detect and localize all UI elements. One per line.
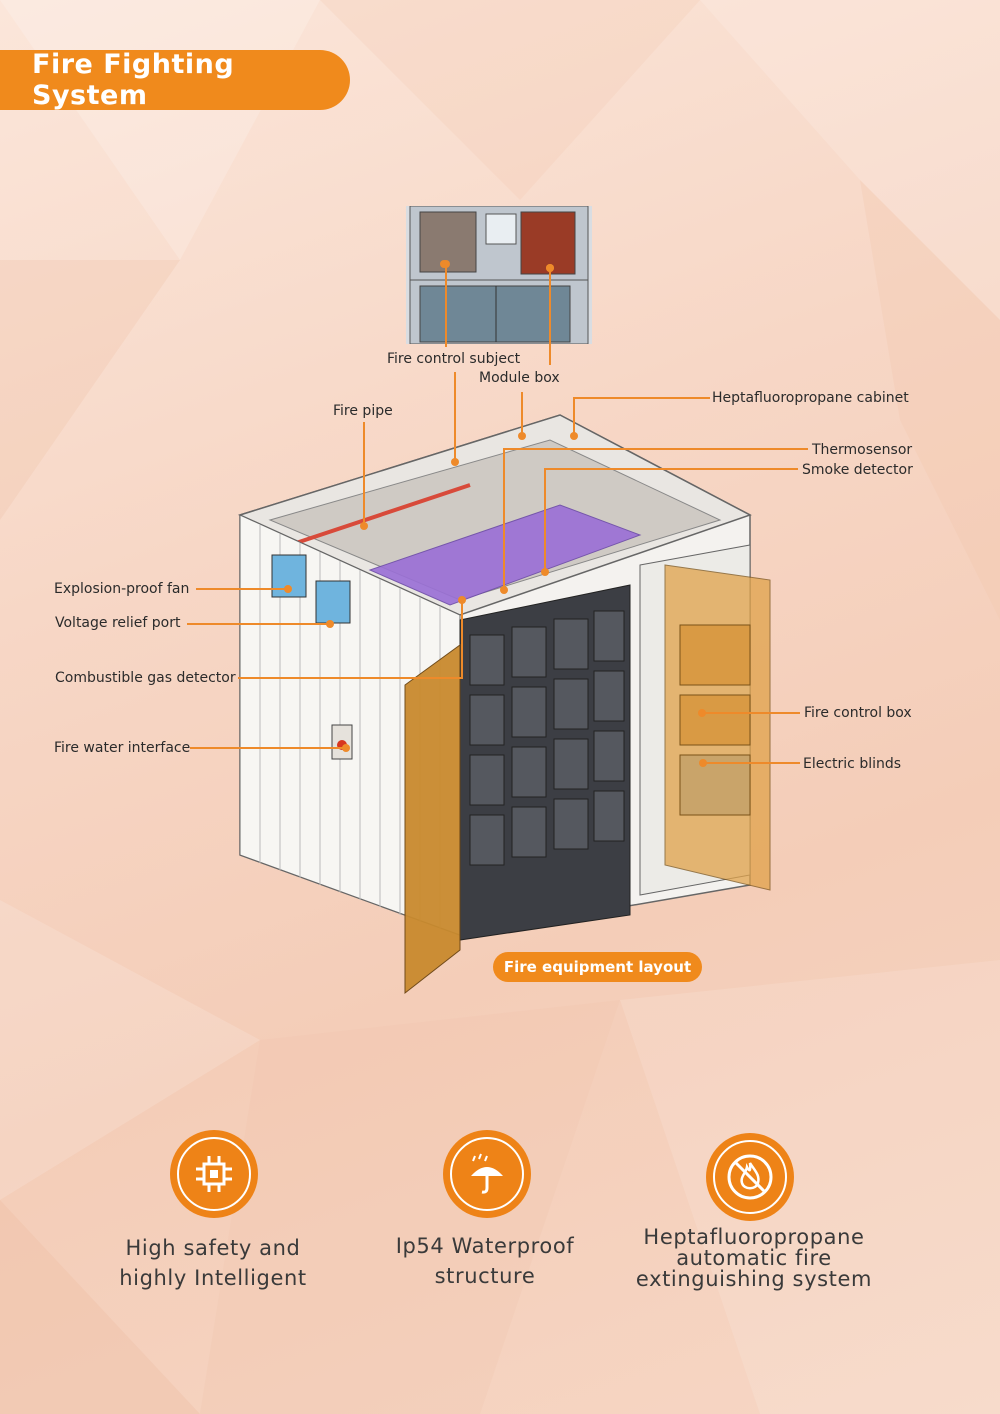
- label-heptafluoropropane-cabinet: Heptafluoropropane cabinet: [712, 390, 909, 406]
- feature-line: High safety and: [125, 1236, 301, 1260]
- feature-line: structure: [434, 1264, 536, 1288]
- feature-line: automatic fire: [676, 1246, 832, 1270]
- label-combustible-gas-detector: Combustible gas detector: [55, 670, 236, 686]
- feature-text-safety: High safety and highly Intelligent: [88, 1233, 338, 1293]
- fire-control-unit-photo: [406, 206, 592, 344]
- diagram-caption: Fire equipment layout: [493, 952, 702, 982]
- feature-text-waterproof: Ip54 Waterproof structure: [360, 1231, 610, 1291]
- label-explosion-proof-fan: Explosion-proof fan: [54, 581, 190, 597]
- umbrella-rain-icon: [443, 1130, 531, 1218]
- label-fire-pipe: Fire pipe: [333, 403, 393, 419]
- label-fire-control-box: Fire control box: [804, 705, 912, 721]
- label-fire-water-interface: Fire water interface: [54, 740, 191, 756]
- feature-line: extinguishing system: [635, 1267, 873, 1291]
- label-smoke-detector: Smoke detector: [802, 462, 913, 478]
- feature-line: Heptafluoropropane: [643, 1225, 865, 1249]
- container-diagram: [237, 414, 771, 995]
- no-fire-icon: [706, 1133, 794, 1221]
- feature-line: highly Intelligent: [119, 1266, 307, 1290]
- chip-icon: [170, 1130, 258, 1218]
- label-module-box: Module box: [479, 370, 560, 386]
- page-title: Fire Fighting System: [0, 49, 350, 111]
- feature-line: Ip54 Waterproof: [395, 1234, 575, 1258]
- label-fire-control-subject: Fire control subject: [387, 351, 521, 367]
- feature-text-extinguishing: Heptafluoropropane automatic fire exting…: [614, 1227, 894, 1290]
- label-electric-blinds: Electric blinds: [803, 756, 902, 772]
- label-thermosensor: Thermosensor: [812, 442, 913, 458]
- label-voltage-relief-port: Voltage relief port: [55, 615, 181, 631]
